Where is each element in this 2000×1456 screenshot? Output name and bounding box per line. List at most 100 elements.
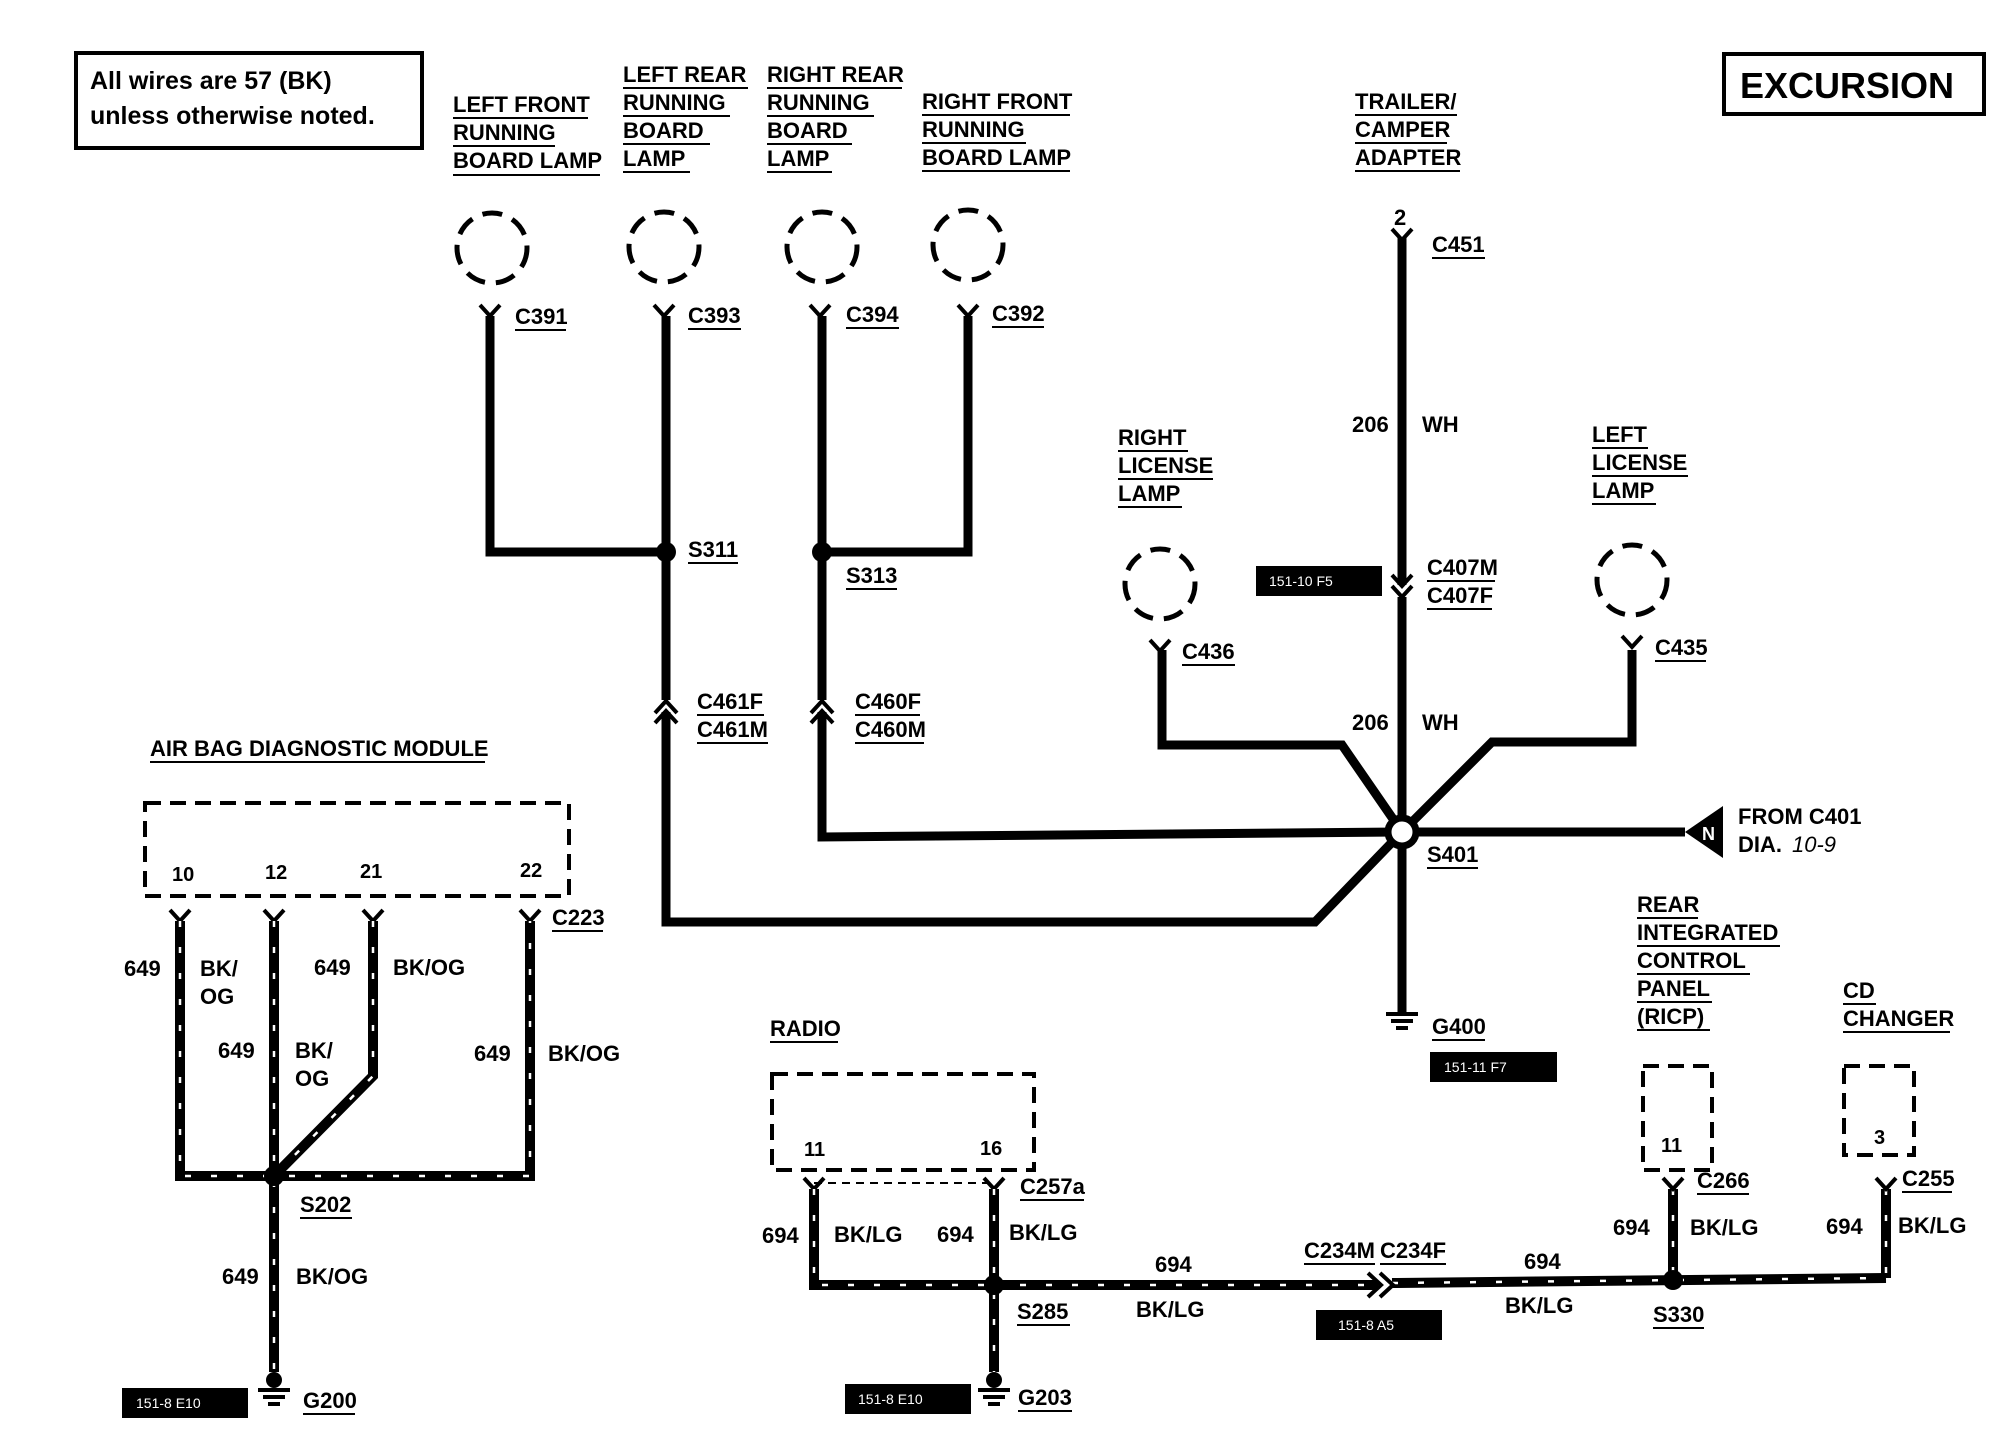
left-license-lamp-icon <box>1594 542 1670 618</box>
svg-text:S330: S330 <box>1653 1302 1704 1327</box>
svg-text:LEFT REAR: LEFT REAR <box>623 62 747 87</box>
svg-text:AIR BAG DIAGNOSTIC MODULE: AIR BAG DIAGNOSTIC MODULE <box>150 736 489 761</box>
svg-text:G400: G400 <box>1432 1014 1486 1039</box>
left-license-lamp-label: LEFT LICENSE LAMP <box>1592 422 1688 505</box>
svg-text:RIGHT REAR: RIGHT REAR <box>767 62 904 87</box>
wh-circuit-number-upper: 206 <box>1352 412 1389 437</box>
bus-wire-number-1: 694 <box>1155 1252 1192 1277</box>
airbag-wire-number-2: 649 <box>218 1038 255 1063</box>
svg-text:151-8 E10: 151-8 E10 <box>858 1391 923 1407</box>
svg-text:151-11 F7: 151-11 F7 <box>1444 1059 1507 1075</box>
svg-text:LAMP: LAMP <box>623 146 685 171</box>
ref-c407: 151-10 F5 <box>1256 566 1382 596</box>
svg-text:DIA.: DIA. <box>1738 832 1782 857</box>
connector-c391: C391 <box>515 304 568 331</box>
ricp-connector-pin <box>1661 1176 1685 1192</box>
svg-text:C407F: C407F <box>1427 583 1493 608</box>
svg-text:S311: S311 <box>688 537 738 562</box>
ground-g200-label: G200 <box>303 1388 357 1415</box>
ref-g400: 151-11 F7 <box>1430 1052 1557 1082</box>
airbag-module-label: AIR BAG DIAGNOSTIC MODULE <box>150 736 489 763</box>
radio-label: RADIO <box>770 1016 841 1043</box>
svg-text:151-8 A5: 151-8 A5 <box>1338 1317 1394 1333</box>
splice-s311-label: S311 <box>688 537 738 564</box>
inline-connector-chevrons <box>653 698 835 725</box>
airbag-module-box <box>143 801 571 898</box>
svg-text:C436: C436 <box>1182 639 1235 664</box>
svg-text:G200: G200 <box>303 1388 357 1413</box>
svg-text:C391: C391 <box>515 304 568 329</box>
c234-connector-icon <box>1366 1271 1396 1299</box>
svg-text:C461F: C461F <box>697 689 763 714</box>
right-license-lamp-label: RIGHT LICENSE LAMP <box>1118 425 1213 508</box>
svg-text:INTEGRATED: INTEGRATED <box>1637 920 1778 945</box>
connector-c407: C407M C407F <box>1427 555 1498 610</box>
ricp-label: REAR INTEGRATED CONTROL PANEL (RICP) <box>1637 892 1780 1031</box>
from-c401-arrow: N FROM C401 DIA. 10-9 <box>1685 804 1861 858</box>
svg-text:C255: C255 <box>1902 1166 1955 1191</box>
svg-text:C223: C223 <box>552 905 605 930</box>
svg-text:RUNNING: RUNNING <box>767 90 870 115</box>
splice-s330-label: S330 <box>1653 1302 1704 1329</box>
svg-text:C394: C394 <box>846 302 899 327</box>
svg-text:CD: CD <box>1843 978 1875 1003</box>
connector-c223: C223 <box>552 905 605 932</box>
svg-text:C451: C451 <box>1432 232 1485 257</box>
ref-g203: 151-8 E10 <box>845 1384 971 1414</box>
airbag-wire-color-1a: BK/ <box>200 956 238 981</box>
svg-text:PANEL: PANEL <box>1637 976 1710 1001</box>
trailer-connector-pins <box>1390 227 1414 600</box>
bus-wire-color-2: BK/LG <box>1505 1293 1573 1318</box>
svg-text:BOARD: BOARD <box>623 118 704 143</box>
airbag-connector-pins <box>168 908 542 924</box>
splice-s401 <box>1384 814 1420 850</box>
svg-text:RIGHT: RIGHT <box>1118 425 1187 450</box>
wh-circuit-color-upper: WH <box>1422 412 1459 437</box>
left-rear-lamp-icon <box>626 209 702 285</box>
airbag-wire-number-4: 649 <box>474 1041 511 1066</box>
svg-text:CONTROL: CONTROL <box>1637 948 1746 973</box>
ref-c234: 151-8 A5 <box>1316 1310 1442 1340</box>
svg-text:BOARD LAMP: BOARD LAMP <box>453 148 602 173</box>
connector-c435: C435 <box>1655 635 1708 662</box>
svg-text:All wires are 57 (BK): All wires are 57 (BK) <box>90 67 332 95</box>
svg-text:C392: C392 <box>992 301 1045 326</box>
svg-text:16: 16 <box>980 1138 1002 1160</box>
trailer-camper-adapter-label: TRAILER/ CAMPER ADAPTER <box>1355 89 1461 172</box>
wh-circuit-color-lower: WH <box>1422 710 1459 735</box>
svg-text:LEFT FRONT: LEFT FRONT <box>453 92 590 117</box>
left-front-lamp-icon <box>454 210 530 286</box>
svg-text:C461M: C461M <box>697 717 768 742</box>
splice-s202 <box>264 1166 284 1186</box>
bus-wire-number-2: 694 <box>1524 1249 1561 1274</box>
splice-s401-label: S401 <box>1427 842 1478 869</box>
ground-g203-icon <box>978 1372 1010 1406</box>
license-lamp-pins <box>1148 634 1644 654</box>
airbag-wire-color-3: BK/OG <box>393 955 465 980</box>
svg-text:10: 10 <box>172 864 194 886</box>
svg-text:CAMPER: CAMPER <box>1355 117 1450 142</box>
splice-s330 <box>1663 1270 1683 1290</box>
cd-wire-color: BK/LG <box>1898 1213 1966 1238</box>
svg-text:C435: C435 <box>1655 635 1708 660</box>
svg-text:ADAPTER: ADAPTER <box>1355 145 1461 170</box>
svg-text:S202: S202 <box>300 1192 351 1217</box>
ground-g400-label: G400 <box>1432 1014 1486 1041</box>
cd-changer-label: CD CHANGER <box>1843 978 1954 1033</box>
connector-c461: C461F C461M <box>697 689 768 744</box>
svg-text:LICENSE: LICENSE <box>1592 450 1687 475</box>
splice-s311 <box>656 542 676 562</box>
svg-text:unless otherwise noted.: unless otherwise noted. <box>90 102 375 130</box>
airbag-module-pins: 10 12 21 22 <box>172 860 542 886</box>
ricp-wire-color: BK/LG <box>1690 1215 1758 1240</box>
svg-text:LEFT: LEFT <box>1592 422 1648 447</box>
radio-wire-number-1: 694 <box>762 1223 799 1248</box>
right-rear-running-board-lamp-label: RIGHT REAR RUNNING BOARD LAMP <box>767 62 904 173</box>
svg-text:S313: S313 <box>846 563 897 588</box>
svg-text:LAMP: LAMP <box>1118 481 1180 506</box>
cd-connector-pin <box>1874 1176 1898 1192</box>
radio-wire-color-2: BK/LG <box>1009 1220 1077 1245</box>
svg-text:151-10 F5: 151-10 F5 <box>1269 573 1333 589</box>
connector-c257a: C257a <box>1020 1174 1086 1201</box>
